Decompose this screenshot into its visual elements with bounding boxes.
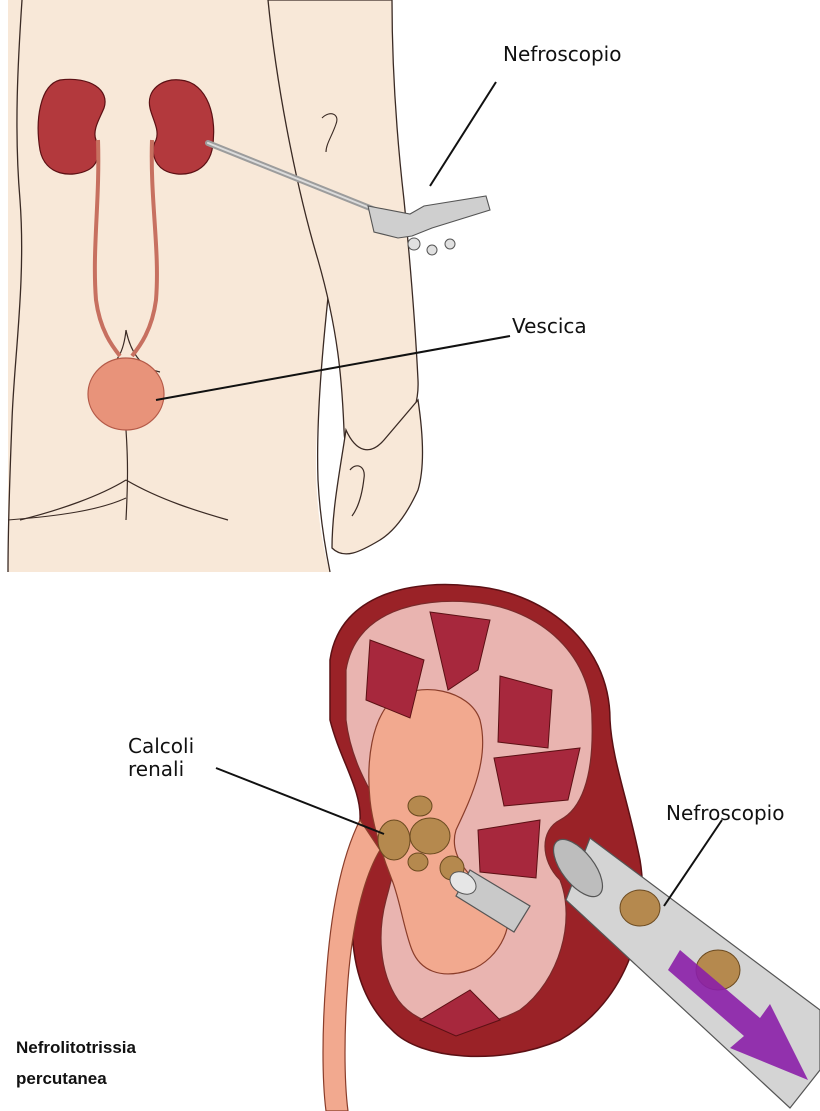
leader-nephroscope-bottom xyxy=(664,820,722,906)
renal-stone-1 xyxy=(378,820,410,860)
renal-stone-5 xyxy=(408,853,428,871)
left-kidney-top xyxy=(38,79,105,174)
bladder xyxy=(88,358,164,430)
caption-line2: percutanea xyxy=(16,1064,107,1094)
pyramid-4 xyxy=(494,748,580,806)
label-nephroscope-top: Nefroscopio xyxy=(503,42,621,66)
renal-stone-3 xyxy=(408,796,432,816)
patient-back-figure xyxy=(8,0,490,572)
label-stones-line2: renali xyxy=(128,757,184,781)
extracted-stone-1 xyxy=(620,890,660,926)
renal-stone-2 xyxy=(410,818,450,854)
pyramid-5 xyxy=(478,820,540,878)
label-stones-line1: Calcoli xyxy=(128,734,194,758)
right-kidney-top xyxy=(149,80,213,174)
leader-nephroscope-top xyxy=(430,82,496,186)
caption-line1: Nefrolitotrissia xyxy=(16,1033,136,1063)
label-nephroscope-bottom: Nefroscopio xyxy=(666,801,784,825)
label-bladder: Vescica xyxy=(512,314,587,338)
